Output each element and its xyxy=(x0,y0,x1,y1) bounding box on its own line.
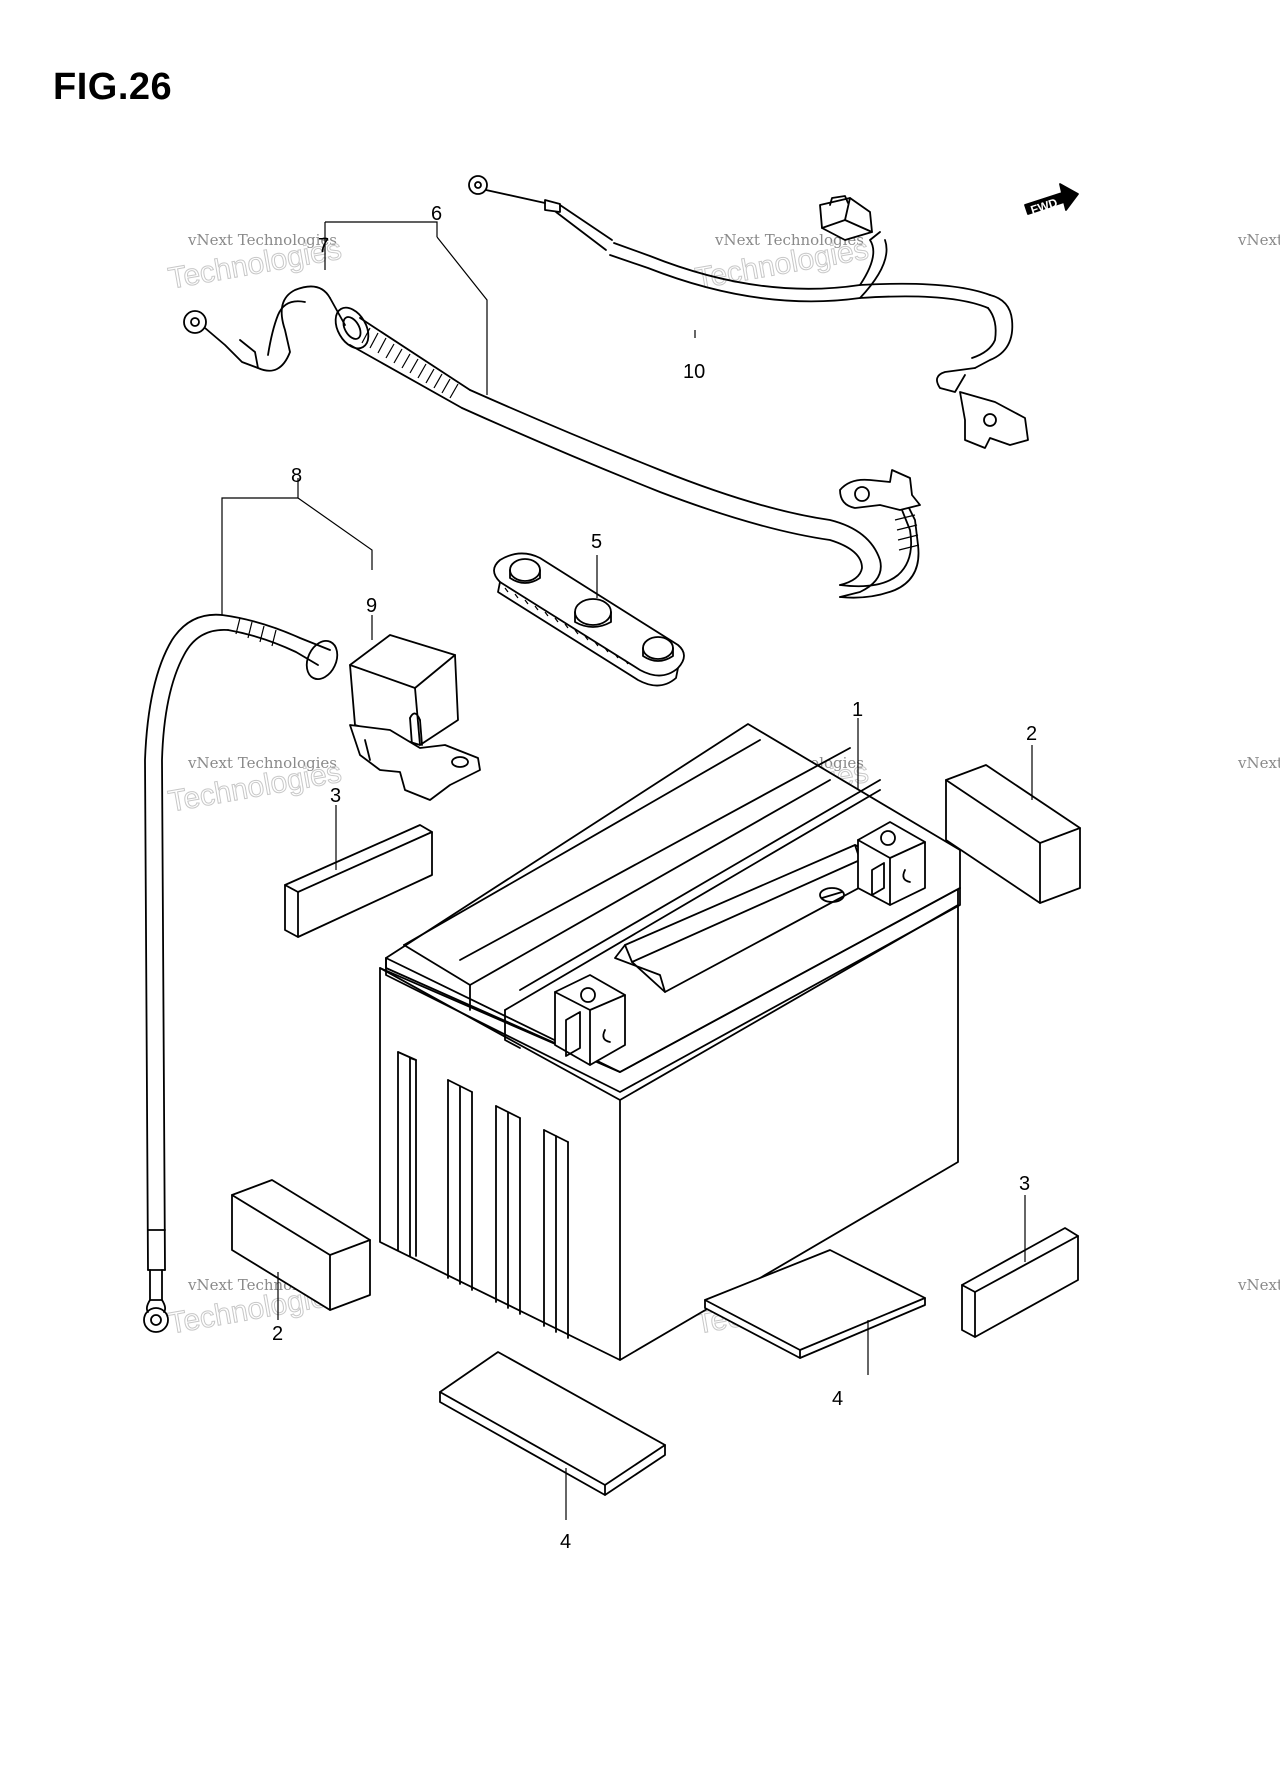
callout-1: 1 xyxy=(852,699,863,721)
part-10-lead-wire xyxy=(468,175,1029,449)
watermark-top-center: vNext Technologies Technologies xyxy=(692,231,871,296)
watermark-right-edge: vNext vNext vNext xyxy=(1237,231,1280,1294)
callout-10: 10 xyxy=(683,361,705,383)
callout-3-left: 3 xyxy=(330,785,341,807)
figure-title: FIG.26 xyxy=(53,66,173,108)
part-8-negative-cable xyxy=(143,613,481,1333)
watermark-text: vNext Technologies xyxy=(187,231,337,249)
watermark-text: vNext Technologies xyxy=(714,231,864,249)
callout-2-top: 2 xyxy=(1026,723,1037,745)
leader-lines xyxy=(221,221,1033,1520)
part-3-pad-left xyxy=(284,824,433,938)
callout-6: 6 xyxy=(431,203,442,225)
part-2-pad-top-right xyxy=(945,764,1081,904)
watermark-mid-left: vNext Technologies Technologies xyxy=(165,754,344,819)
part-3-pad-right xyxy=(961,1227,1079,1338)
callout-9: 9 xyxy=(366,595,377,617)
callout-2-bottom: 2 xyxy=(272,1323,283,1345)
part-1-battery xyxy=(379,723,961,1361)
part-6-main-cable xyxy=(183,285,921,599)
callout-4-bottom: 4 xyxy=(560,1531,571,1553)
part-5-terminal-plate xyxy=(493,552,685,687)
watermark-corner-text: vNext xyxy=(1237,754,1280,772)
fwd-label: FWD xyxy=(1029,195,1060,217)
fwd-arrow-icon: FWD xyxy=(1024,183,1079,217)
watermark-corner-text: vNext xyxy=(1237,231,1280,249)
callout-7: 7 xyxy=(318,235,329,257)
callout-4-right: 4 xyxy=(832,1388,843,1410)
part-4-sheet-right xyxy=(704,1249,926,1359)
callout-5: 5 xyxy=(591,531,602,553)
watermark-corner-text: vNext xyxy=(1237,1276,1280,1294)
callout-8: 8 xyxy=(291,465,302,487)
part-2-pad-bottom-left xyxy=(231,1179,371,1311)
watermark-text: vNext Technologies xyxy=(187,754,337,772)
part-4-sheet-bottom xyxy=(439,1351,666,1496)
callout-3-right: 3 xyxy=(1019,1173,1030,1195)
callout-numbers: 1 2 2 3 3 4 4 5 6 7 8 9 10 xyxy=(272,203,1037,1553)
